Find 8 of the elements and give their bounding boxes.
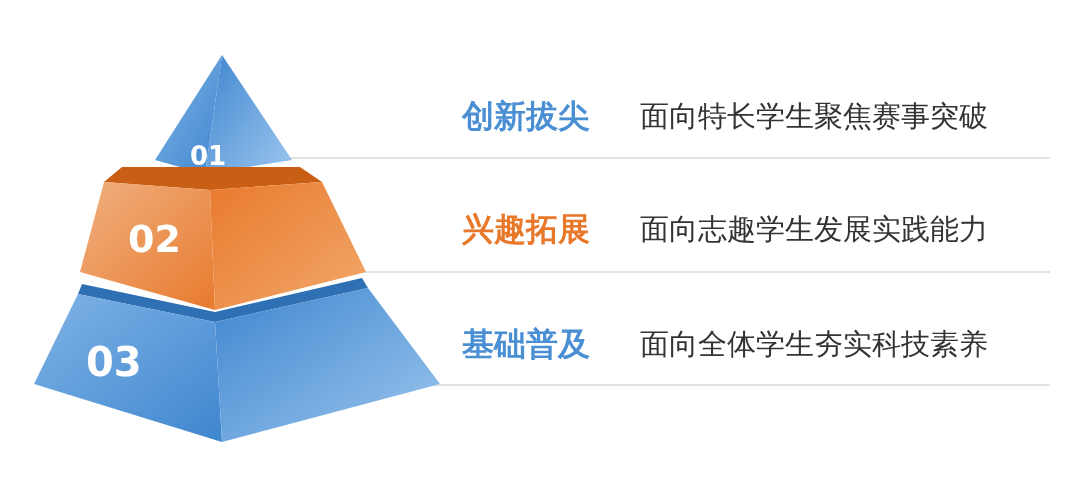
tier-number: 01 xyxy=(190,143,227,169)
tier-number: 02 xyxy=(128,220,181,258)
tier-description: 面向特长学生聚焦赛事突破 xyxy=(640,102,988,131)
tier-number: 03 xyxy=(86,342,142,382)
tier-description: 面向志趣学生发展实践能力 xyxy=(640,215,988,244)
tier-heading: 创新拔尖 xyxy=(462,100,590,132)
tier-description: 面向全体学生夯实科技素养 xyxy=(640,330,988,359)
tier-heading: 兴趣拓展 xyxy=(462,213,590,245)
